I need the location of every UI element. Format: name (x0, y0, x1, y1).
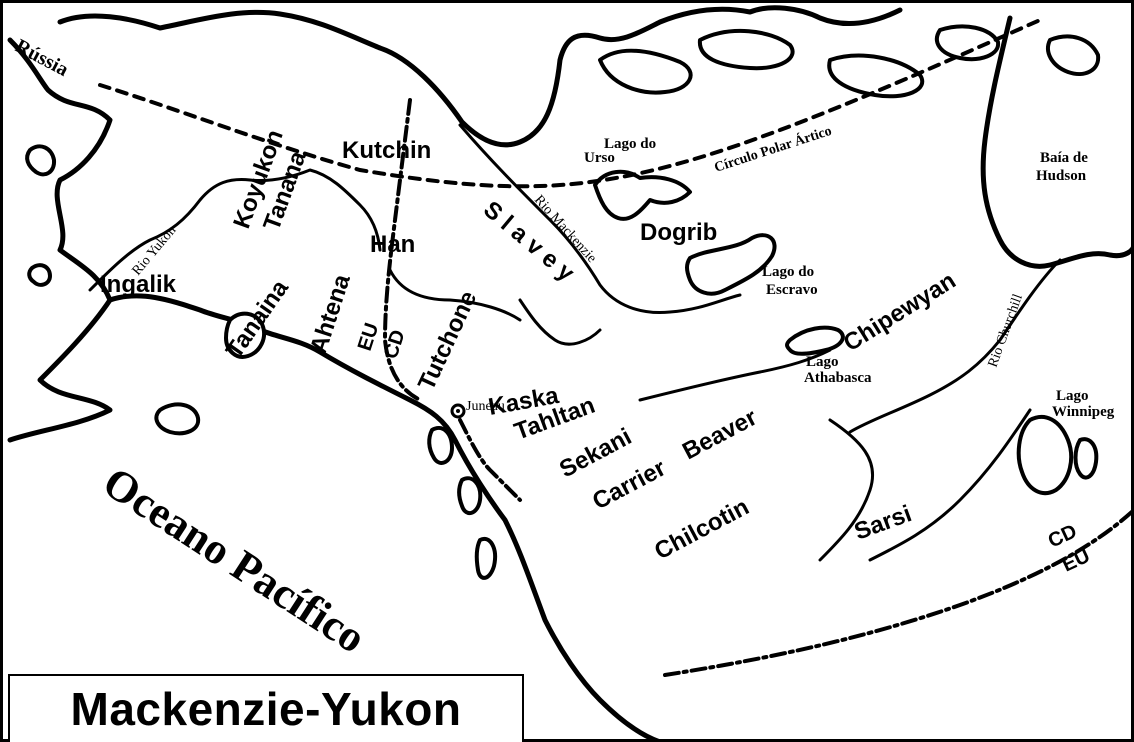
people-sarsi: Sarsi (851, 500, 915, 545)
yukon-river (88, 168, 382, 292)
arctic-island-4 (934, 24, 1001, 62)
people-ingalik: Ingalik (100, 271, 177, 298)
people-slavey: S l a v e y (478, 196, 580, 287)
label-lago-urso-1: Lago do (604, 136, 656, 152)
bering-island (25, 144, 57, 177)
label-lago-winnipeg-2: Winnipeg (1052, 404, 1115, 420)
arctic-island-5 (1046, 34, 1101, 76)
label-border-cd-east: CD (1045, 520, 1080, 552)
label-juneau: Juneau (466, 399, 505, 414)
inside-passage-island-3 (474, 536, 497, 580)
map-title-box: Mackenzie-Yukon (8, 674, 524, 742)
people-beaver: Beaver (678, 404, 761, 465)
kodiak-island (154, 402, 201, 436)
arctic-coastline (57, 5, 903, 148)
people-chipewyan: Chipewyan (839, 267, 961, 357)
map-title: Mackenzie-Yukon (70, 683, 462, 735)
porcupine-river (388, 268, 522, 322)
hudson-coast (980, 15, 1134, 269)
label-lago-athabasca-1: Lago (806, 354, 839, 370)
inside-passage-island-2 (457, 476, 483, 516)
lake-athabasca (785, 325, 845, 356)
label-russia: Rússia (12, 35, 72, 81)
people-han: Han (370, 231, 415, 258)
alaska-west-coast (7, 37, 113, 443)
churchill-river (848, 258, 1062, 434)
arctic-circle-line (98, 18, 1042, 189)
ocean-label: Oceano Pacífico (95, 457, 375, 662)
saskatchewan-river (868, 408, 1032, 562)
athabasca-river (818, 418, 875, 562)
label-lago-escravo-2: Escravo (766, 282, 818, 298)
lake-winnipegosis (1073, 437, 1099, 480)
small-island-1 (27, 263, 52, 287)
inside-passage-island-1 (427, 426, 454, 465)
kenai-peninsula (224, 311, 267, 359)
arctic-island-1 (598, 48, 693, 95)
great-bear-lake (593, 169, 692, 221)
label-baia-2: Hudson (1036, 168, 1087, 184)
label-border-eu-east: EU (1059, 545, 1093, 577)
mackenzie-river (458, 123, 742, 315)
peace-river (638, 348, 832, 402)
arctic-island-2 (697, 28, 795, 71)
arctic-island-3 (827, 53, 925, 99)
liard-river (518, 298, 602, 346)
lake-winnipeg (1016, 414, 1074, 496)
great-slave-lake (685, 233, 777, 296)
people-tutchone: Tutchone (413, 287, 482, 395)
label-border-eu-west: EU (354, 320, 384, 353)
label-lago-athabasca-2: Athabasca (804, 370, 872, 386)
alaska-yukon-border (382, 98, 422, 402)
label-rio-churchill: Rio Churchill (986, 292, 1026, 369)
label-lago-urso-2: Urso (584, 150, 615, 166)
us-canada-49th-border (663, 508, 1134, 677)
label-lago-escravo-1: Lago do (762, 264, 814, 280)
label-lago-winnipeg-1: Lago (1056, 388, 1089, 404)
panhandle-border (458, 418, 522, 502)
label-baia-1: Baía de (1040, 150, 1088, 166)
juneau-marker-dot (456, 409, 460, 413)
people-kutchin: Kutchin (342, 137, 431, 164)
people-chilcotin: Chilcotin (650, 493, 753, 565)
people-ahtena: Ahtena (305, 271, 356, 357)
people-dogrib: Dogrib (640, 219, 717, 246)
